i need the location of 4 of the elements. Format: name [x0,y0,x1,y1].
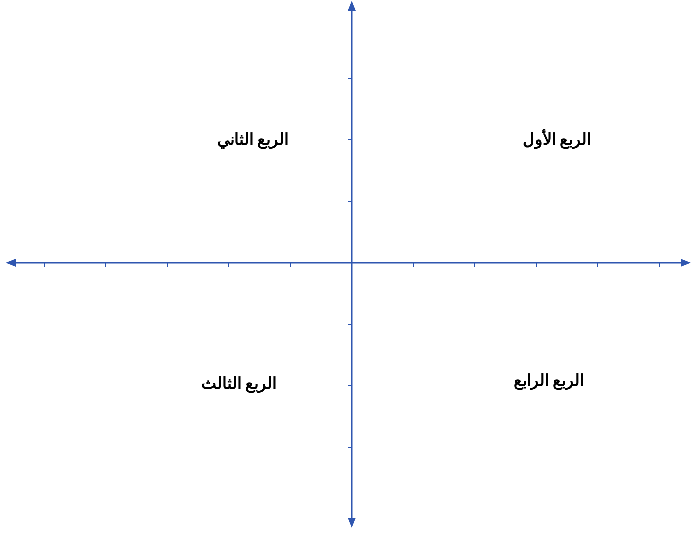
quadrant-label: الربع الثالث [201,375,277,394]
quadrant-label: الربع الثاني [217,131,289,150]
quadrant-label: الربع الأول [522,130,592,150]
quadrant-label: الربع الرابع [514,372,584,391]
